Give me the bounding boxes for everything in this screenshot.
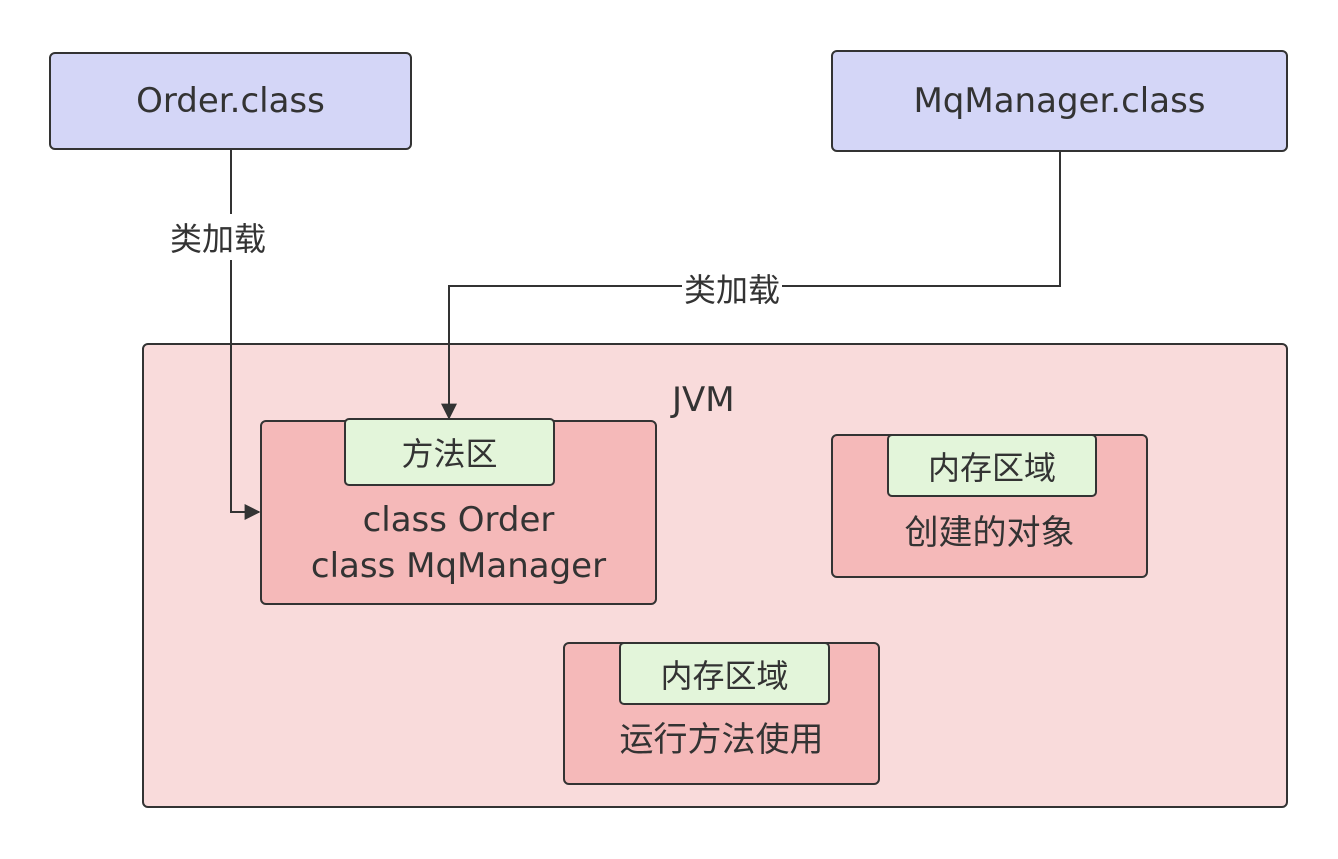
jvm-label: JVM — [672, 380, 735, 420]
edge-label-mqmanager: 类加载 — [682, 265, 783, 311]
method-area-tag: 方法区 — [344, 418, 555, 486]
order-class-node: Order.class — [49, 52, 412, 150]
method-area-line-2: class MqManager — [310, 546, 607, 586]
edge-label-order: 类加载 — [168, 214, 269, 260]
edge-order-to-method-area — [230, 150, 261, 520]
mqmanager-class-node: MqManager.class — [831, 50, 1288, 152]
heap-area-text: 创建的对象 — [904, 513, 1075, 553]
method-area-line-1: class Order — [362, 500, 555, 540]
stack-area-tag: 内存区域 — [619, 642, 830, 705]
heap-area-tag: 内存区域 — [887, 434, 1097, 497]
stack-area-text: 运行方法使用 — [619, 720, 824, 760]
